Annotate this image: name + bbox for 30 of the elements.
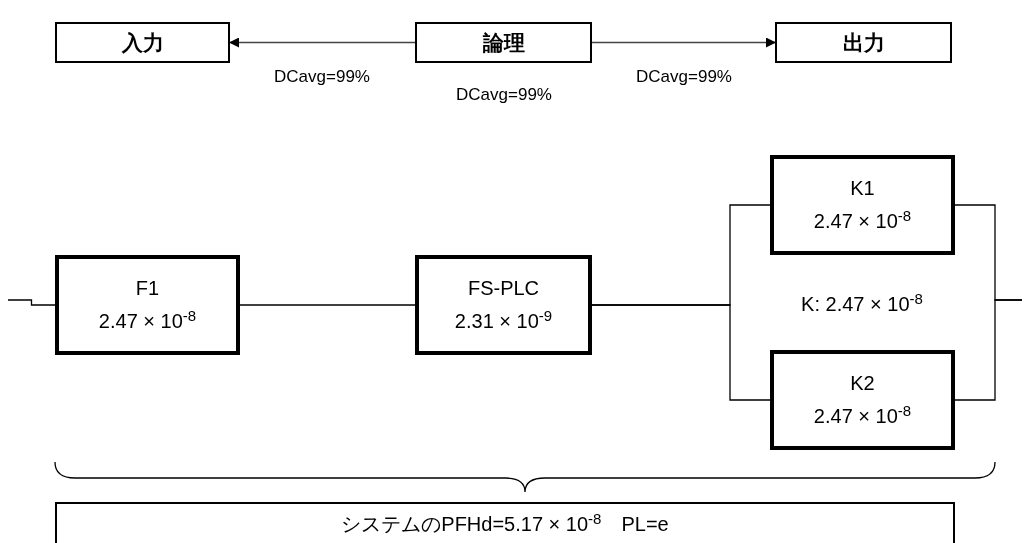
process-box	[415, 255, 592, 355]
node-label: 2.47 × 10$^{-8}$	[98, 309, 197, 334]
node-label: K2	[850, 371, 875, 396]
node-label: 2.31 × 10$^{-9}$	[454, 309, 553, 334]
connector-line	[7, 299, 56, 306]
process-box	[770, 155, 955, 255]
edge-label: DCavg=99%	[274, 67, 370, 86]
process-box	[770, 350, 955, 450]
node-label: 2.47 × 10$^{-8}$	[813, 404, 912, 429]
process-box	[55, 255, 240, 355]
annotation-text: K: 2.47 × 10$^{-8}$	[801, 293, 923, 315]
process-box	[415, 22, 592, 63]
node-label: 論理	[482, 32, 525, 53]
node-label: 入力	[121, 32, 164, 53]
process-box	[55, 502, 955, 543]
connector-line	[591, 304, 771, 401]
node-label: F1	[135, 276, 160, 301]
node-label: K1	[850, 176, 875, 201]
arrow	[591, 37, 776, 48]
node-label: 出力	[842, 32, 885, 53]
node-label: FS-PLC	[467, 276, 540, 301]
node-label: システムのPFHd=5.17 × 10$^{-8}$ PL=e	[341, 512, 669, 537]
process-box	[775, 22, 952, 63]
connector-line	[239, 304, 416, 306]
node-caption: DCavg=99%	[456, 85, 552, 104]
arrow	[229, 37, 416, 48]
edge-label: DCavg=99%	[636, 67, 732, 86]
node-label: 2.47 × 10$^{-8}$	[813, 209, 912, 234]
process-box	[55, 22, 230, 63]
connector-line	[954, 299, 1023, 401]
